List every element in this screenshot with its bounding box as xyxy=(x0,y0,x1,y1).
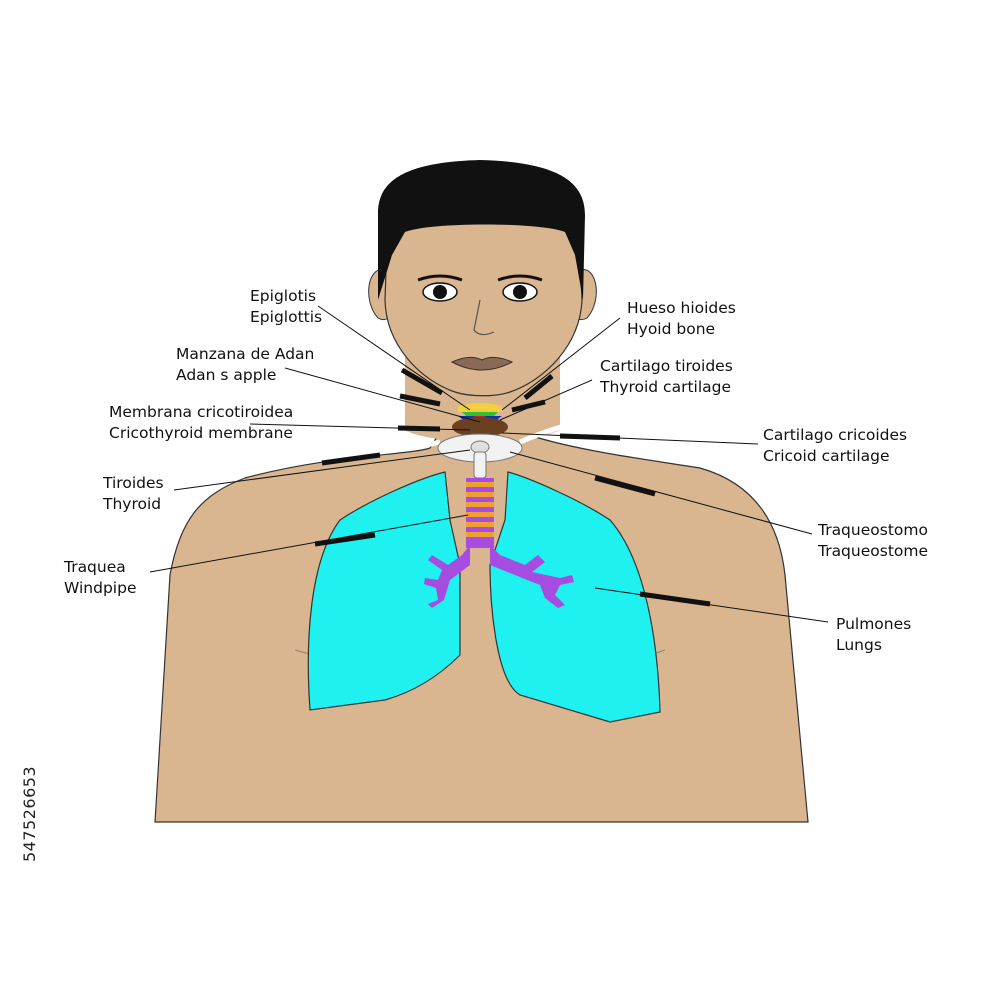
right-bronchus xyxy=(490,545,574,608)
label-cricoid-cartilage-es: Cartilago cricoides xyxy=(763,426,908,444)
right-pupil xyxy=(513,285,527,299)
label-windpipe-es: Traquea xyxy=(64,558,126,576)
tracheostome-tube xyxy=(473,451,487,479)
label-epiglottis: Epiglotis Epiglottis xyxy=(250,286,322,328)
label-cricothyroid-membrane-en: Cricothyroid membrane xyxy=(109,424,293,442)
left-lung xyxy=(307,471,461,711)
left-pupil xyxy=(433,285,447,299)
label-epiglottis-es: Epiglotis xyxy=(250,287,317,305)
label-lungs: Pulmones Lungs xyxy=(836,614,911,656)
label-cricothyroid-membrane-es: Membrana cricotiroidea xyxy=(109,403,294,421)
label-cricoid-cartilage: Cartilago cricoides Cricoid cartilage xyxy=(763,425,907,467)
label-hyoid-bone-en: Hyoid bone xyxy=(627,320,716,338)
cricothyroid-membrane-part xyxy=(452,417,508,437)
left-bronchus xyxy=(424,545,470,608)
right-eyebrow xyxy=(497,274,543,282)
label-cricothyroid-membrane: Membrana cricotiroidea Cricothyroid memb… xyxy=(109,402,293,444)
label-hyoid-bone-es: Hueso hioides xyxy=(627,299,736,317)
face xyxy=(384,214,583,397)
label-tracheostome: Traqueostomo Traqueostome xyxy=(818,520,928,562)
label-lungs-en: Lungs xyxy=(836,636,882,654)
label-adams-apple-en: Adan s apple xyxy=(176,366,277,384)
right-lung xyxy=(489,471,661,723)
label-hyoid-bone: Hueso hioides Hyoid bone xyxy=(627,298,736,340)
label-windpipe: Traquea Windpipe xyxy=(64,557,136,599)
label-adams-apple-es: Manzana de Adan xyxy=(176,345,315,363)
label-thyroid: Tiroides Thyroid xyxy=(103,473,164,515)
label-windpipe-en: Windpipe xyxy=(64,579,137,597)
label-tracheostome-es: Traqueostomo xyxy=(818,521,928,539)
left-eyebrow xyxy=(417,274,463,282)
label-thyroid-es: Tiroides xyxy=(103,474,164,492)
hair xyxy=(378,160,585,300)
label-thyroid-cartilage: Cartilago tiroides Thyroid cartilage xyxy=(600,356,733,398)
stock-id: 547526653 xyxy=(20,765,39,862)
nose xyxy=(473,299,495,336)
left-collarbone xyxy=(359,439,441,455)
label-tracheostome-en: Traqueostome xyxy=(818,542,929,560)
label-thyroid-cartilage-en: Thyroid cartilage xyxy=(600,378,732,396)
label-lungs-es: Pulmones xyxy=(836,615,912,633)
label-epiglottis-en: Epiglottis xyxy=(250,308,323,326)
mouth xyxy=(450,356,514,371)
label-thyroid-cartilage-es: Cartilago tiroides xyxy=(600,357,733,375)
trachea-rings xyxy=(466,482,494,537)
leader-lines xyxy=(149,305,829,623)
label-thyroid-en: Thyroid xyxy=(103,495,162,513)
right-collarbone xyxy=(519,417,591,445)
label-cricoid-cartilage-en: Cricoid cartilage xyxy=(763,447,890,465)
label-adams-apple: Manzana de Adan Adan s apple xyxy=(176,344,314,386)
tracheostome-ring xyxy=(470,440,490,454)
